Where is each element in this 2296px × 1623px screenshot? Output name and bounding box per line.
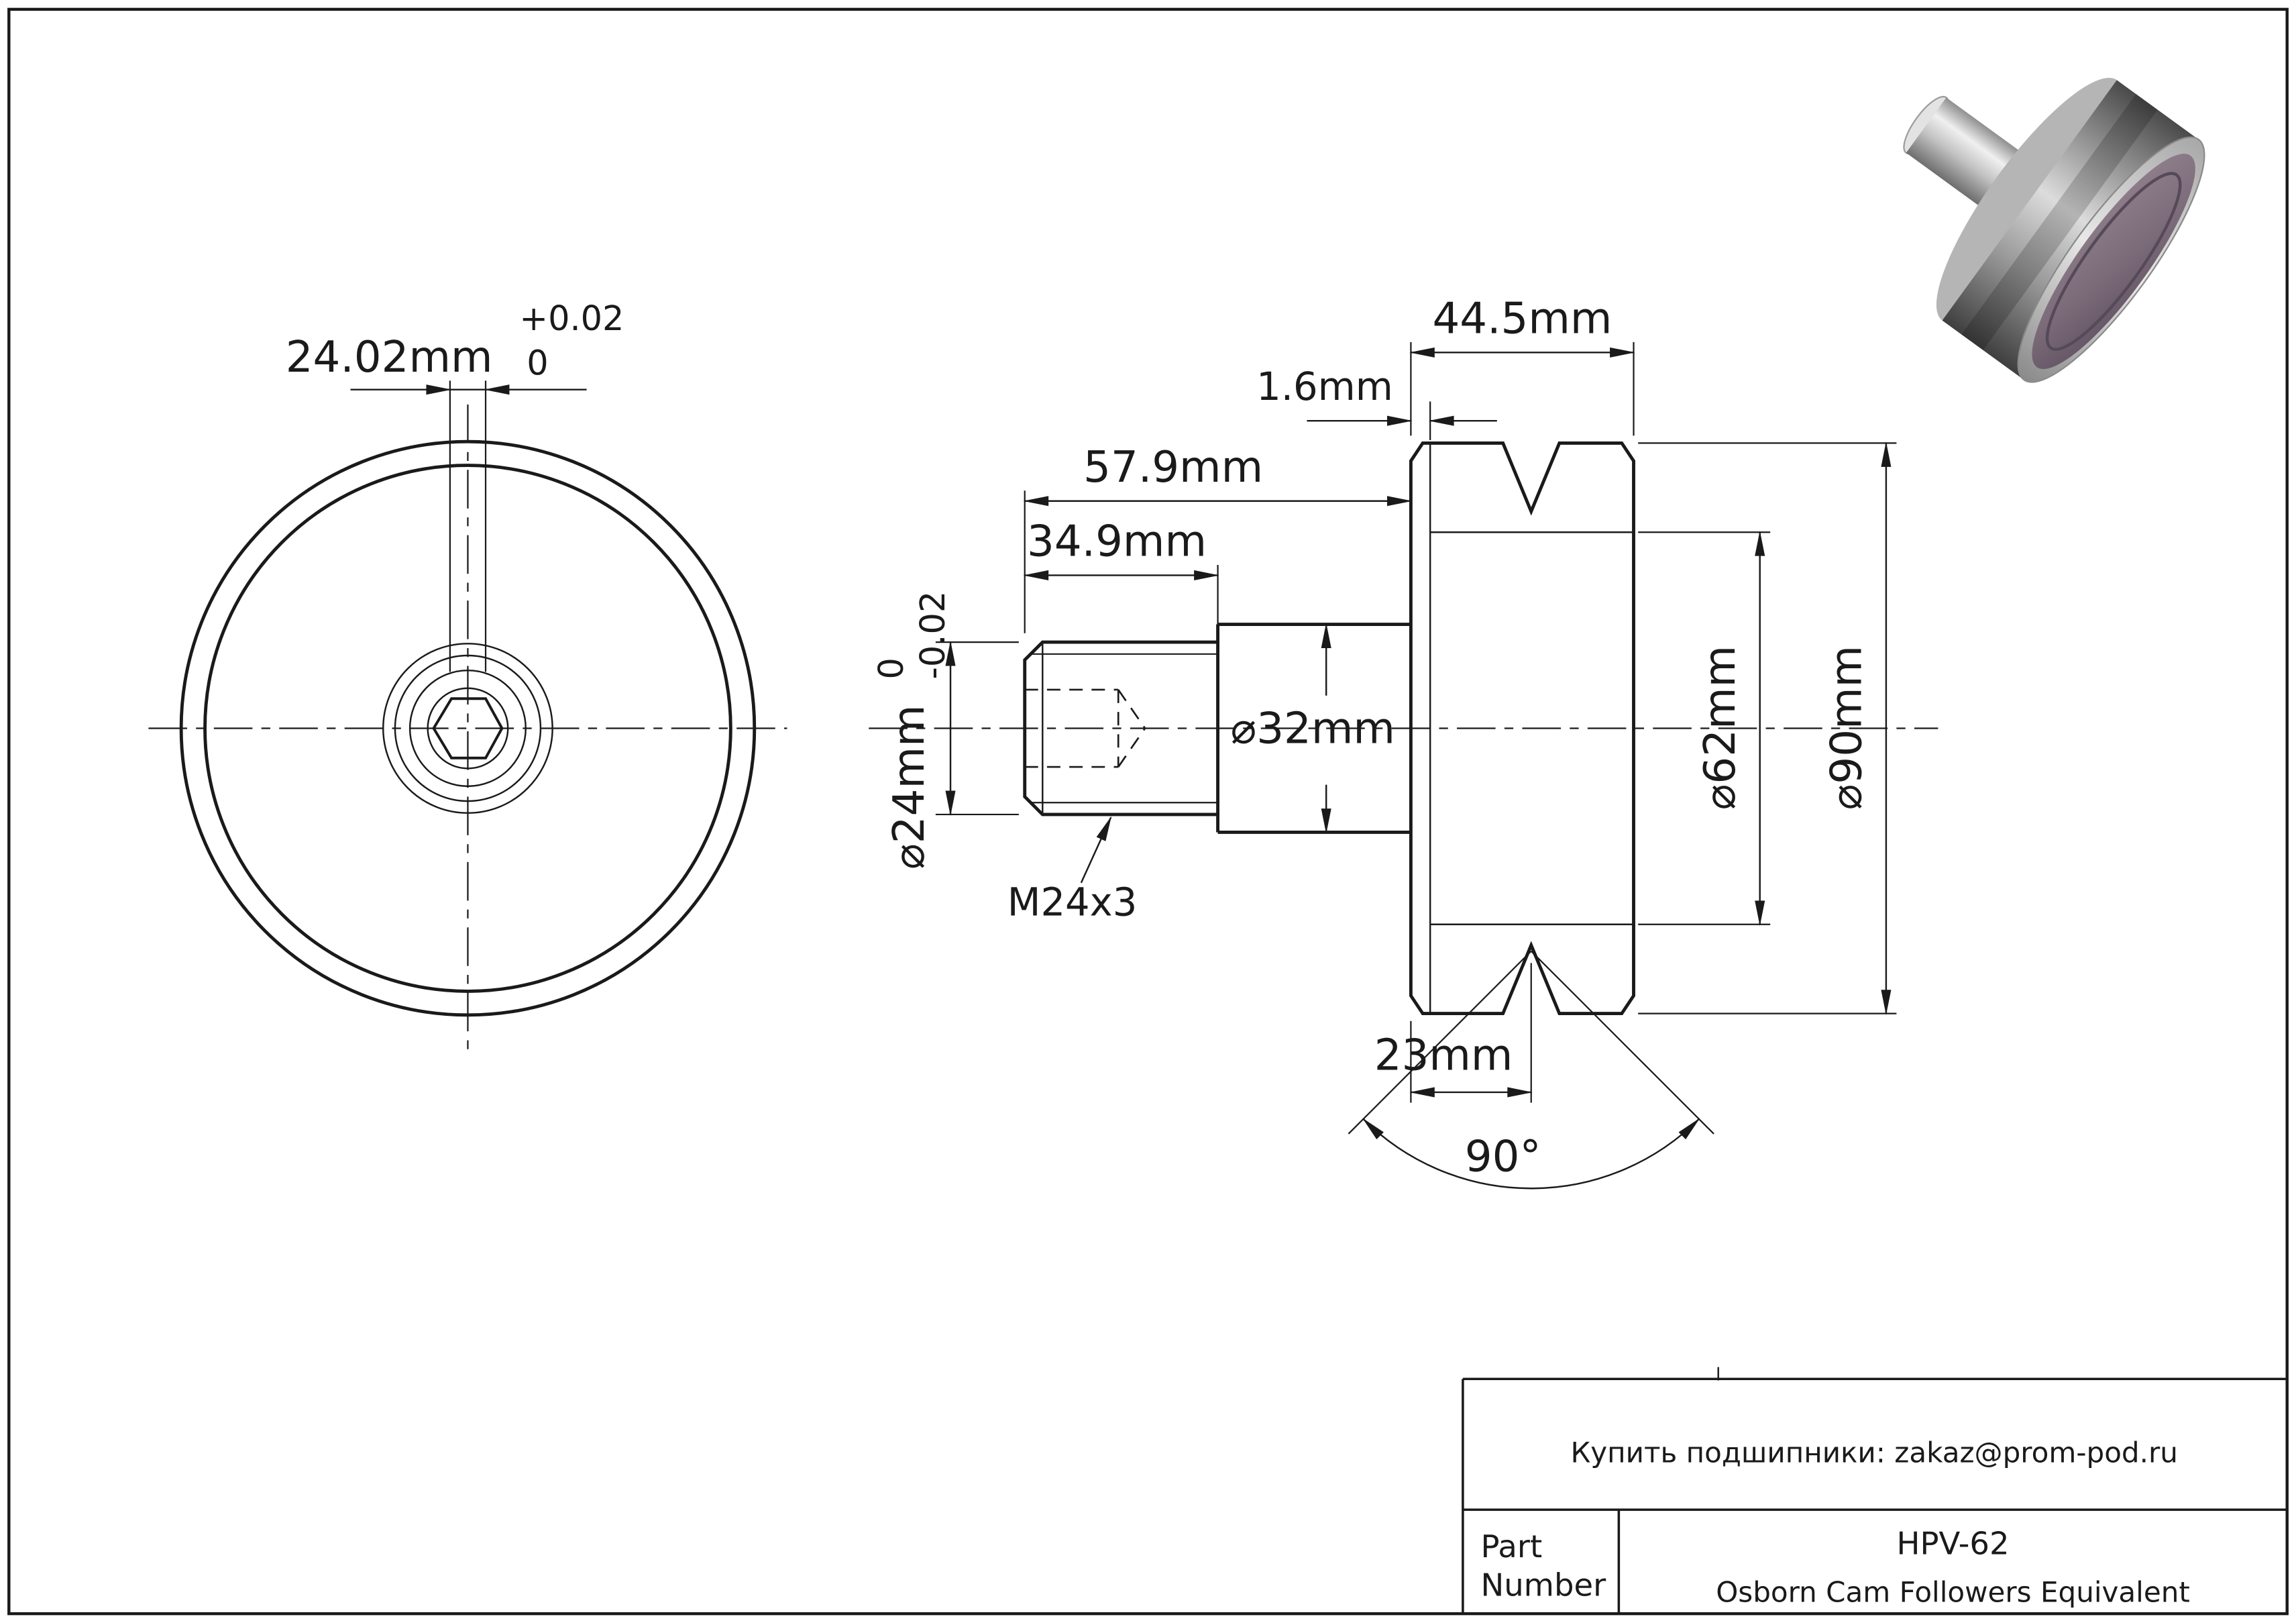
dim-roller-diameter-label: ⌀90mm: [1821, 645, 1871, 810]
render-wheel-body: [1942, 80, 2199, 380]
render-face-ring: [2045, 172, 2182, 351]
dim-front-bore: 24.02mm +0.02 0: [286, 299, 624, 672]
dim-stud-length-label: 57.9mm: [1083, 442, 1263, 492]
page-frame: [7, 7, 2289, 1616]
dim-stud-diameter-label: ⌀24mm: [884, 704, 934, 869]
title-block: Купить подшипники: zakaz@prom-pod.ru Par…: [1462, 1367, 2287, 1614]
dim-end-gap-label: 1.6mm: [1256, 364, 1393, 409]
dim-thread-length-label: 34.9mm: [1027, 517, 1207, 567]
contact-text: Купить подшипники: zakaz@prom-pod.ru: [1570, 1436, 2178, 1469]
part-label-line2: Number: [1480, 1567, 1606, 1604]
dim-pilot-diameter-label: ⌀32mm: [1231, 704, 1395, 754]
render-3d: [1903, 77, 2205, 383]
dim-end-gap: 1.6mm: [1256, 364, 1497, 440]
dim-bore-label: 24.02mm: [286, 332, 493, 382]
dim-bore-tol-upper: +0.02: [519, 299, 624, 339]
hidden-socket: [1024, 688, 1146, 768]
front-view: 24.02mm +0.02 0: [148, 299, 787, 1053]
dim-hub-diameter-label: ⌀62mm: [1695, 645, 1745, 810]
dim-pilot-diameter: ⌀32mm: [1231, 623, 1395, 834]
dim-stud-tol-lower: -0.02: [914, 591, 953, 680]
dim-stud-length: 57.9mm: [1023, 442, 1413, 633]
callout-thread-spec: M24x3: [1007, 816, 1138, 925]
dim-roller-width: 44.5mm: [1409, 294, 1635, 436]
dim-bore-tol-lower: 0: [527, 344, 548, 384]
part-number: HPV-62: [1897, 1526, 2010, 1562]
dim-hub-diameter: ⌀62mm: [1638, 531, 1771, 926]
dim-thread-length: 34.9mm: [1023, 517, 1219, 633]
part-label-line1: Part: [1480, 1528, 1542, 1565]
side-view: [869, 441, 1938, 1016]
thread-spec-label: M24x3: [1007, 880, 1138, 925]
dim-stud-tol-upper: 0: [872, 658, 912, 679]
dim-groove-angle-label: 90°: [1465, 1131, 1541, 1182]
dimensions: 44.5mm 1.6mm 57.9mm 34.9mm ⌀24mm 0 -0: [872, 294, 1897, 1190]
part-description: Osborn Cam Followers Equivalent: [1716, 1575, 2190, 1608]
render-groove-band: [1961, 94, 2158, 350]
render-wheel-face: [2032, 154, 2195, 370]
dim-stud-diameter: ⌀24mm 0 -0.02: [872, 591, 1019, 870]
dim-roller-width-label: 44.5mm: [1432, 294, 1612, 344]
roller-outline: [1409, 441, 1635, 1016]
dim-roller-diameter: ⌀90mm: [1638, 441, 1897, 1015]
dim-groove-angle: 90°: [1348, 950, 1714, 1190]
